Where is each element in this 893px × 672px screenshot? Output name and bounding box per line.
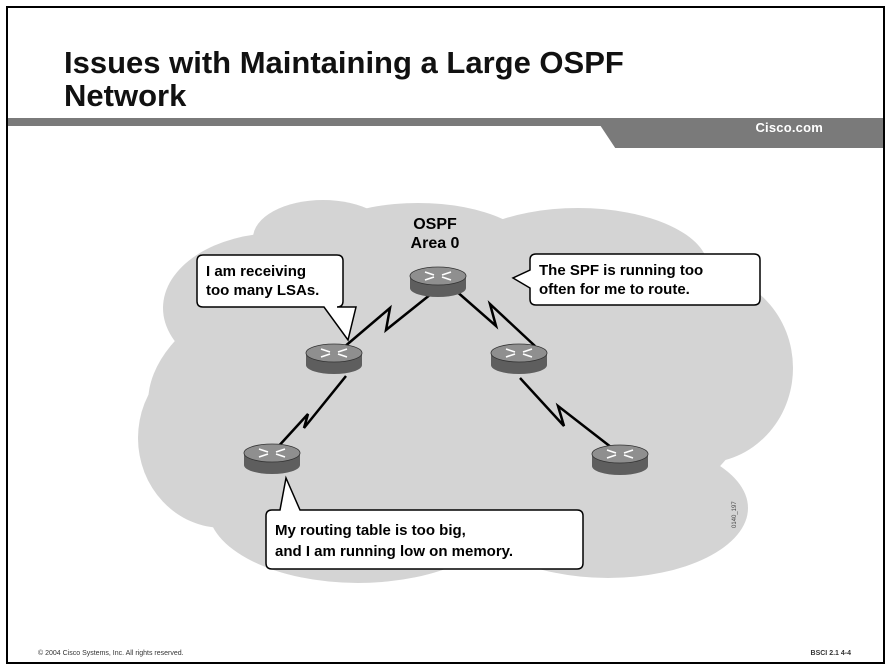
link-top-left bbox=[342, 289, 437, 349]
figure-code: 0140_197 bbox=[732, 501, 738, 528]
network-cloud bbox=[138, 200, 793, 583]
serial-links bbox=[275, 289, 617, 452]
callout-memory-line-1: My routing table is too big, bbox=[275, 522, 466, 539]
callout-lsa-line-1: I am receiving bbox=[206, 263, 306, 280]
course-footer: BSCI 2.1 4-4 bbox=[810, 650, 851, 657]
slide-title: Issues with Maintaining a Large OSPF Net… bbox=[64, 46, 764, 112]
link-top-right bbox=[454, 289, 536, 347]
header-band bbox=[8, 118, 883, 148]
area-label-line-1: OSPF bbox=[413, 216, 457, 233]
router-icon bbox=[409, 266, 467, 297]
callout-lsa-line-2: too many LSAs. bbox=[206, 282, 319, 299]
router-icon bbox=[305, 343, 363, 374]
link-left bbox=[275, 375, 347, 450]
callout-spf-running: The SPF is running too often for me to r… bbox=[511, 253, 761, 306]
callout-too-many-lsas: I am receiving too many LSAs. bbox=[196, 254, 357, 342]
callout-spf-line-1: The SPF is running too bbox=[539, 262, 703, 279]
callout-spf-line-2: often for me to route. bbox=[539, 281, 690, 298]
router-icon bbox=[243, 443, 301, 474]
cisco-brand-label: Cisco.com bbox=[755, 120, 823, 135]
router-icon bbox=[490, 343, 548, 374]
ospf-network-diagram: OSPF Area 0 I am receiving too many LSAs… bbox=[138, 200, 793, 583]
router-icon bbox=[591, 444, 649, 475]
callout-memory-line-2: and I am running low on memory. bbox=[275, 543, 513, 560]
title-line-1: Issues with Maintaining a Large OSPF bbox=[64, 45, 624, 80]
link-right bbox=[519, 377, 617, 452]
slide-frame: Issues with Maintaining a Large OSPF Net… bbox=[6, 6, 885, 664]
area-label-line-2: Area 0 bbox=[411, 235, 460, 252]
callout-routing-table: My routing table is too big, and I am ru… bbox=[265, 475, 584, 570]
copyright-footer: © 2004 Cisco Systems, Inc. All rights re… bbox=[38, 650, 184, 657]
title-line-2: Network bbox=[64, 78, 187, 113]
